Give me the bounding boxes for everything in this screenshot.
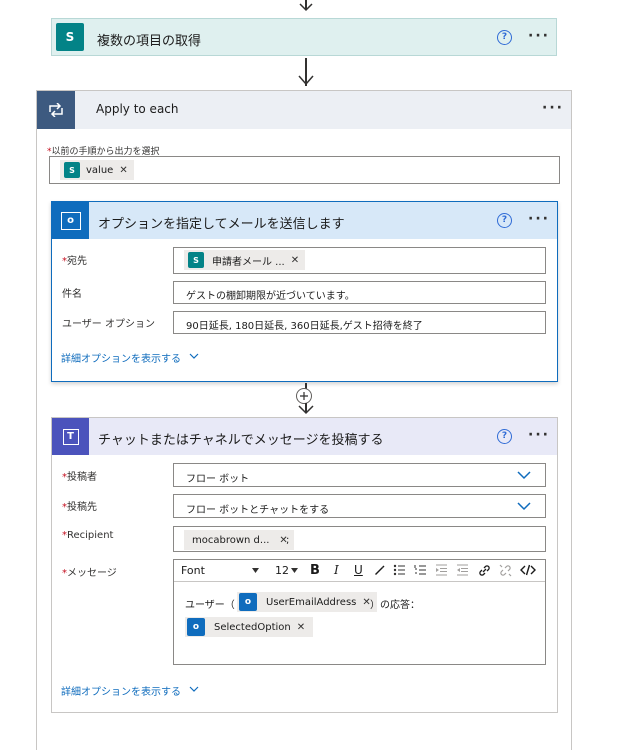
apply-to-each-header[interactable]: Apply to each ··· (37, 91, 571, 129)
more-options-button[interactable]: ··· (528, 211, 550, 227)
post-in-label: *投稿先 (62, 502, 97, 513)
outlook-icon: o (52, 202, 89, 239)
help-icon[interactable]: ? (497, 213, 512, 228)
get-items-card[interactable]: S 複数の項目の取得 ? ··· (51, 18, 557, 56)
subject-field[interactable]: ゲストの棚卸期限が近づいています。 (173, 281, 546, 304)
font-select[interactable]: Font (181, 564, 205, 577)
message-text-prefix: ユーザー（ (185, 600, 235, 611)
sharepoint-icon: S (64, 162, 80, 178)
plus-icon (300, 392, 308, 400)
message-editor[interactable]: Font 12 B I U ユーザー（ o UserEmailAddress ✕… (173, 559, 546, 665)
help-icon[interactable]: ? (497, 30, 512, 45)
bulleted-list-icon[interactable] (393, 564, 406, 576)
chevron-down-icon[interactable] (188, 350, 200, 362)
user-email-address-token[interactable]: o UserEmailAddress ✕ (237, 592, 377, 612)
more-options-button[interactable]: ··· (528, 427, 550, 443)
remove-token-icon[interactable]: ✕ (362, 596, 371, 608)
message-text-mid: ）の応答： (370, 600, 420, 611)
sharepoint-icon: S (56, 23, 84, 51)
message-label: *メッセージ (62, 568, 117, 579)
decrease-indent-icon[interactable] (435, 564, 448, 576)
to-label: *宛先 (62, 256, 87, 267)
more-options-button[interactable]: ··· (528, 28, 550, 44)
show-advanced-options-link[interactable]: 詳細オプションを表示する (61, 354, 181, 365)
select-output-label: *以前の手順から出力を選択 (47, 147, 160, 157)
remove-token-icon[interactable]: ✕ (119, 164, 128, 176)
recipient-token[interactable]: mocabrown d... ✕ (184, 530, 294, 550)
numbered-list-icon[interactable] (414, 564, 427, 576)
remove-token-icon[interactable]: ✕ (290, 254, 300, 266)
to-field[interactable]: S 申請者メール ... ✕ (173, 247, 546, 274)
value-token[interactable]: S value ✕ (60, 160, 134, 180)
poster-dropdown[interactable]: フロー ボット (173, 463, 546, 487)
selected-option-token[interactable]: o SelectedOption ✕ (185, 617, 314, 637)
teams-post-header[interactable]: T チャットまたはチャネルでメッセージを投稿する ? ··· (52, 418, 557, 455)
help-icon[interactable]: ? (497, 429, 512, 444)
chevron-down-icon[interactable] (517, 501, 531, 511)
outlook-icon: o (239, 593, 257, 611)
apply-to-each-title: Apply to each (96, 102, 179, 116)
connector-line (305, 383, 307, 391)
more-options-button[interactable]: ··· (542, 100, 564, 116)
chevron-down-icon[interactable] (517, 470, 531, 480)
font-size-select[interactable]: 12 (275, 564, 289, 577)
remove-token-icon[interactable]: ✕ (279, 534, 288, 546)
teams-post-card: T チャットまたはチャネルでメッセージを投稿する ? ··· *投稿者 フロー … (51, 417, 558, 713)
italic-button[interactable]: I (334, 563, 339, 577)
user-options-label: ユーザー オプション (62, 319, 155, 330)
bold-button[interactable]: B (310, 563, 320, 578)
connector-arrow (296, 58, 316, 90)
subject-label: 件名 (62, 289, 82, 300)
send-email-card: o オプションを指定してメールを送信します ? ··· *宛先 S 申請者メール… (51, 201, 558, 382)
sharepoint-icon: S (188, 252, 204, 268)
select-output-field[interactable]: S value ✕ (49, 156, 560, 184)
post-in-dropdown[interactable]: フロー ボットとチャットをする (173, 494, 546, 518)
underline-button[interactable]: U (354, 563, 363, 577)
send-email-header[interactable]: o オプションを指定してメールを送信します ? ··· (52, 202, 557, 239)
get-items-title: 複数の項目の取得 (97, 34, 202, 49)
send-email-title: オプションを指定してメールを送信します (98, 217, 345, 232)
editor-toolbar: Font 12 B I U (174, 560, 545, 582)
code-view-icon[interactable] (520, 564, 536, 576)
caret-down-icon[interactable] (252, 568, 259, 573)
teams-post-title: チャットまたはチャネルでメッセージを投稿する (98, 433, 384, 448)
applicant-email-token[interactable]: S 申請者メール ... ✕ (184, 250, 306, 270)
highlight-pen-icon[interactable] (373, 564, 385, 576)
remove-token-icon[interactable]: ✕ (296, 621, 306, 633)
outlook-icon: o (187, 618, 205, 636)
increase-indent-icon[interactable] (456, 564, 469, 576)
recipient-field[interactable]: mocabrown d... ✕ ; (173, 526, 546, 552)
connector-arrow-top (296, 0, 316, 16)
add-step-button[interactable] (296, 388, 312, 404)
poster-label: *投稿者 (62, 472, 97, 483)
link-icon[interactable] (478, 564, 491, 577)
connector-arrow (296, 403, 316, 417)
show-advanced-options-link[interactable]: 詳細オプションを表示する (61, 687, 181, 698)
unlink-icon[interactable] (499, 564, 512, 577)
loop-icon (37, 91, 75, 129)
chevron-down-icon[interactable] (188, 683, 200, 695)
caret-down-icon[interactable] (291, 568, 298, 573)
user-options-field[interactable]: 90日延長, 180日延長, 360日延長,ゲスト招待を終了 (173, 311, 546, 334)
recipient-label: *Recipient (62, 530, 114, 541)
teams-icon: T (52, 418, 89, 455)
